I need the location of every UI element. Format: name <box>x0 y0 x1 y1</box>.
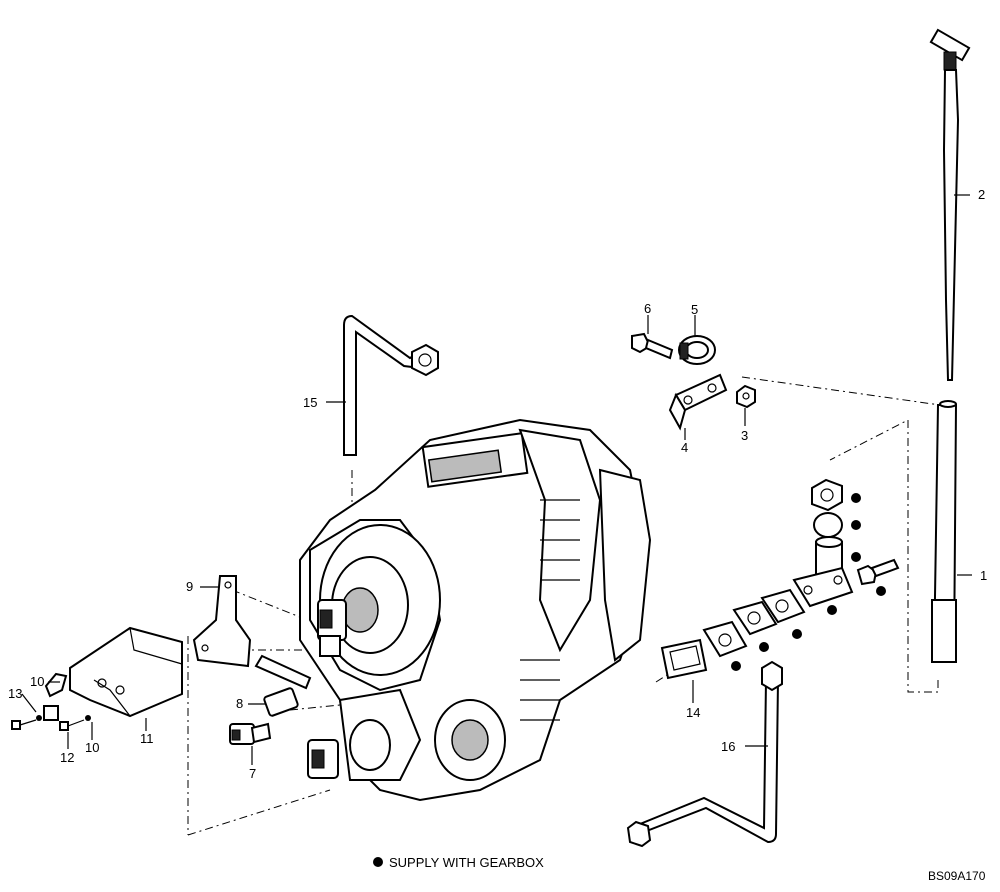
callout-16: 16 <box>721 739 735 754</box>
callout-10-lower: 10 <box>85 740 99 755</box>
supply-markers <box>731 493 886 671</box>
washer-10 <box>36 715 42 721</box>
output-flange-upper <box>317 599 347 657</box>
callout-7: 7 <box>249 766 256 781</box>
gasket-a <box>760 588 806 624</box>
breather-pipe <box>343 314 439 456</box>
callout-11: 11 <box>140 731 154 746</box>
bolt-6 <box>631 332 674 360</box>
callout-15: 15 <box>303 395 317 410</box>
footnote-text: SUPPLY WITH GEARBOX <box>389 855 544 870</box>
fitting-nut <box>811 478 843 512</box>
gasket-b <box>732 600 778 636</box>
dipstick <box>929 28 971 381</box>
callout-8: 8 <box>236 696 243 711</box>
callout-9: 9 <box>186 579 193 594</box>
callout-6: 6 <box>644 301 651 316</box>
bracket-4 <box>668 373 728 431</box>
olive <box>813 512 843 538</box>
clamp <box>678 335 716 365</box>
footnote: SUPPLY WITH GEARBOX <box>373 855 544 870</box>
leader-lines <box>21 194 972 765</box>
sensor-7 <box>229 722 272 745</box>
washer-10b <box>85 715 91 721</box>
oil-pipe <box>626 660 783 848</box>
gearbox-housing <box>299 418 652 802</box>
fitting-bolt <box>856 558 900 586</box>
callout-1: 1 <box>980 568 987 583</box>
screw-12 <box>59 719 85 731</box>
drawing-code: BS09A170 <box>928 869 986 883</box>
adapter-plate <box>702 620 748 658</box>
bracket-9 <box>192 575 252 668</box>
callout-13: 13 <box>8 686 22 701</box>
callout-5: 5 <box>691 302 698 317</box>
supply-bullet-icon <box>373 857 383 867</box>
elbow-fitting <box>792 536 854 608</box>
cover-gasket-14 <box>660 638 708 680</box>
callout-2: 2 <box>978 187 985 202</box>
screw-13 <box>11 719 37 730</box>
callout-3: 3 <box>741 428 748 443</box>
gearbox-fins <box>520 499 580 721</box>
callout-14: 14 <box>686 705 700 720</box>
cover-plate-8 <box>254 654 312 717</box>
clip-10 <box>43 672 68 721</box>
output-flange-lower <box>307 739 339 779</box>
callouts: 1 2 3 4 5 6 7 8 9 10 10 11 12 13 14 15 1… <box>8 187 987 781</box>
dipstick-tube <box>931 400 958 663</box>
callout-12: 12 <box>60 750 74 765</box>
nut-3 <box>736 384 756 409</box>
callout-4: 4 <box>681 440 688 455</box>
callout-10-upper: 10 <box>30 674 44 689</box>
guard-11 <box>69 626 183 718</box>
